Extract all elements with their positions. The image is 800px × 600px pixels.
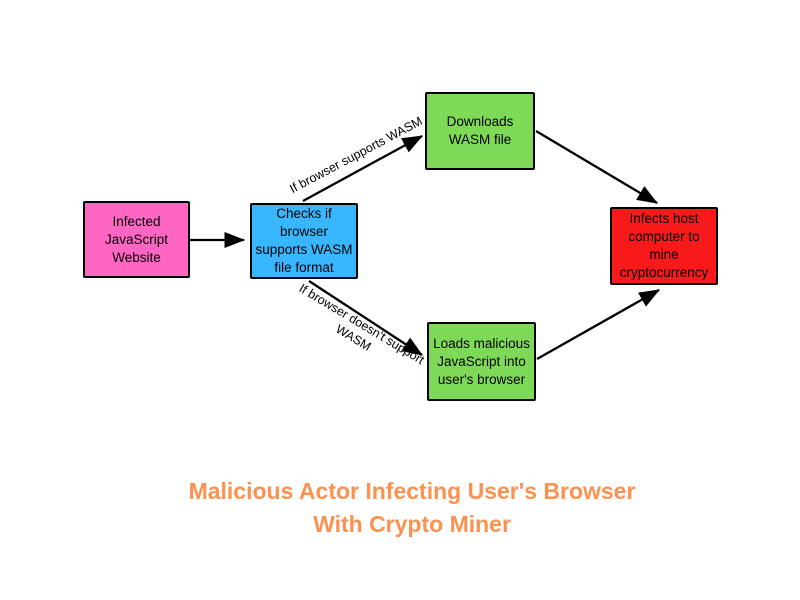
node-downloads-wasm-file: Downloads WASM file: [425, 92, 535, 170]
node-infects-host-computer: Infects host computer to mine cryptocurr…: [610, 207, 718, 285]
node-infected-javascript-website: Infected JavaScript Website: [83, 201, 190, 278]
edge-label-browser-doesnt-support-wasm: If browser doesn't support WASM: [296, 281, 427, 368]
diagram-title-line1: Malicious Actor Infecting User's Browser: [188, 478, 636, 504]
edge-loads-to-infects: [536, 288, 661, 361]
edge-label-browser-supports-wasm: If browser supports WASM: [287, 114, 425, 196]
diagram-title-line2: With Crypto Miner: [313, 511, 511, 537]
node-loads-malicious-javascript: Loads malicious JavaScript into user's b…: [427, 322, 536, 401]
node-checks-browser-wasm-support: Checks if browser supports WASM file for…: [250, 203, 358, 279]
diagram-title: Malicious Actor Infecting User's Browser…: [100, 475, 724, 541]
edge-downloads-to-infects: [535, 130, 658, 204]
